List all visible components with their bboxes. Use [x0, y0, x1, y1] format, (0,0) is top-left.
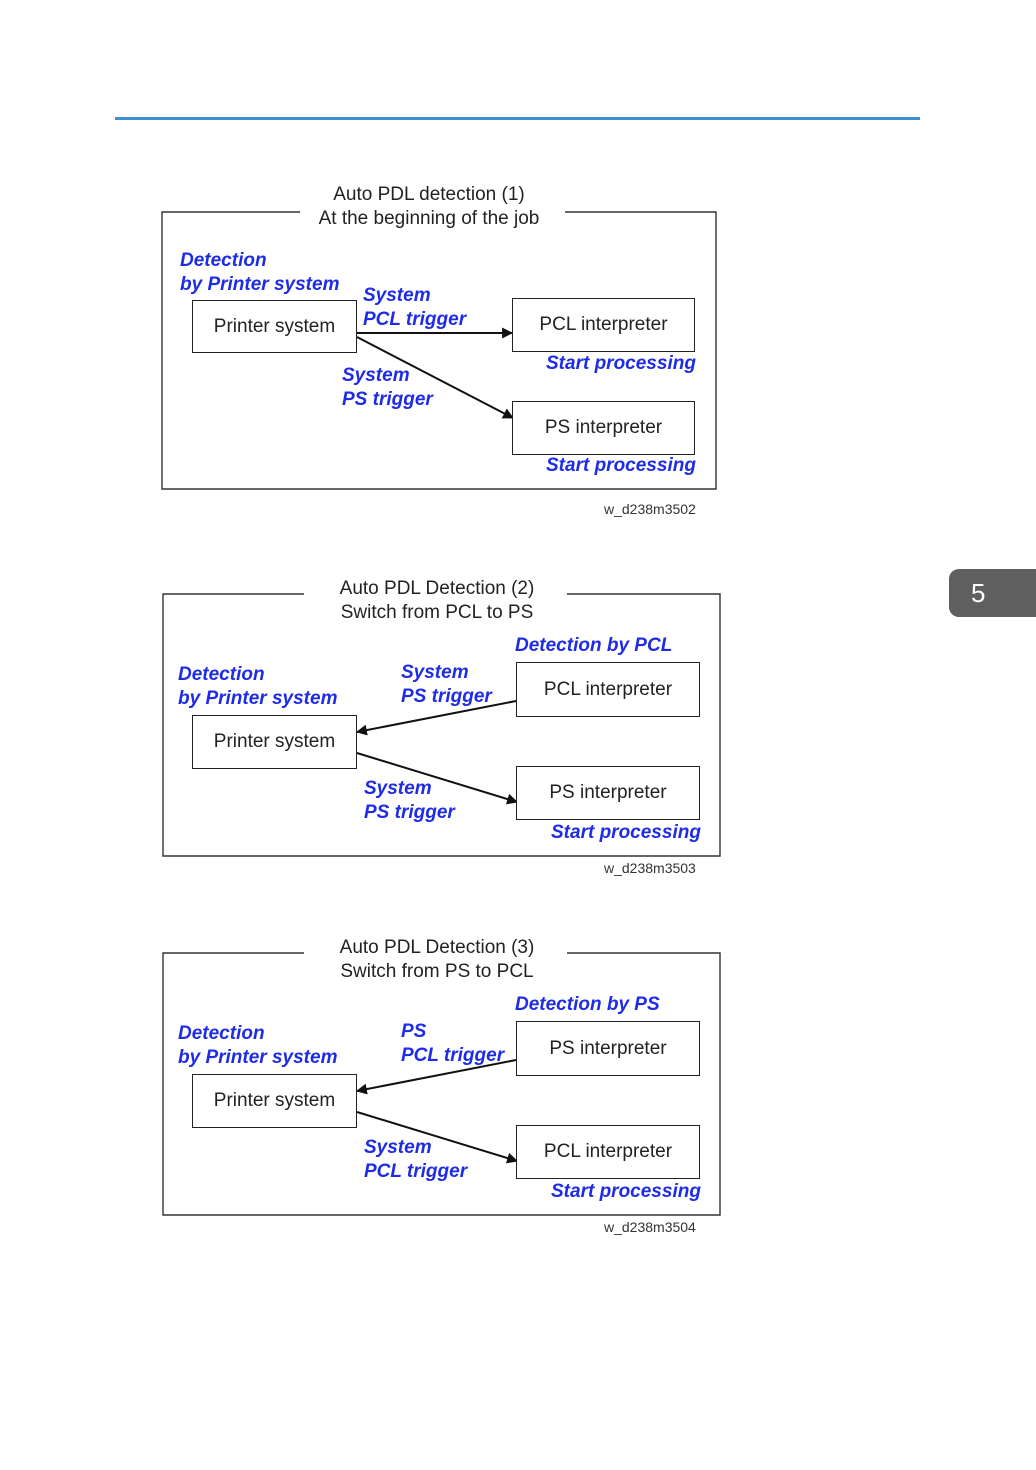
figure-2-frame	[162, 593, 721, 857]
upper-trigger-label: PS	[401, 1021, 427, 1042]
top-detection-label: Detection by PCL	[515, 635, 673, 656]
detection-label: Detection	[178, 1023, 265, 1044]
figure-2-diagram	[162, 593, 721, 857]
lower-trigger-label-2: PS trigger	[342, 389, 433, 410]
lower-interpreter-box: PS interpreter	[512, 401, 695, 455]
figure-subtitle: At the beginning of the job	[318, 208, 540, 229]
figure-auto-pdl-1: Auto PDL detection (1) At the beginning …	[0, 0, 1036, 530]
figure-code: w_d238m3504	[604, 1219, 696, 1235]
upper-trigger-label-2: PCL trigger	[363, 309, 467, 330]
upper-trigger-label: System	[401, 662, 469, 683]
upper-trigger-label: System	[363, 285, 431, 306]
lower-status-label: Start processing	[546, 455, 696, 476]
arrow-upper-to-printer	[355, 1059, 517, 1095]
figure-title: Auto PDL Detection (2)	[339, 578, 535, 599]
lower-trigger-label: System	[364, 778, 432, 799]
upper-interpreter-box: PCL interpreter	[516, 662, 700, 717]
figure-3-frame	[162, 952, 721, 1216]
header-rule	[115, 117, 920, 120]
detection-label-2: by Printer system	[178, 688, 338, 709]
figure-code: w_d238m3503	[604, 860, 696, 876]
figure-title: Auto PDL Detection (3)	[339, 937, 535, 958]
printer-system-box: Printer system	[192, 1074, 357, 1128]
printer-system-box: Printer system	[192, 715, 357, 769]
figure-3-diagram	[162, 952, 721, 1216]
lower-interpreter-box: PS interpreter	[516, 766, 700, 820]
figure-auto-pdl-3: Auto PDL Detection (3) Switch from PS to…	[162, 937, 721, 1235]
detection-label-2: by Printer system	[178, 1047, 338, 1068]
arrow-printer-to-lower	[356, 752, 519, 805]
printer-system-box: Printer system	[192, 300, 357, 353]
lower-status-label: Start processing	[551, 822, 701, 843]
figure-title: Auto PDL detection (1)	[333, 184, 525, 205]
lower-interpreter-box: PCL interpreter	[516, 1125, 700, 1179]
figure-subtitle: Switch from PCL to PS	[340, 602, 534, 623]
arrow-printer-to-lower	[356, 1111, 519, 1164]
figure-1-diagram	[161, 211, 717, 490]
upper-interpreter-box: PS interpreter	[516, 1021, 700, 1076]
chapter-tab[interactable]: 5	[949, 569, 1036, 617]
lower-status-label: Start processing	[551, 1181, 701, 1202]
lower-trigger-label-2: PCL trigger	[364, 1161, 468, 1182]
figure-auto-pdl-2: Auto PDL Detection (2) Switch from PCL t…	[162, 578, 721, 876]
detection-label: Detection	[180, 250, 267, 271]
top-detection-label: Detection by PS	[515, 994, 660, 1015]
upper-trigger-label-2: PS trigger	[401, 686, 492, 707]
figure-subtitle: Switch from PS to PCL	[340, 961, 534, 982]
lower-trigger-label: System	[342, 365, 410, 386]
upper-interpreter-box: PCL interpreter	[512, 298, 695, 352]
lower-trigger-label-2: PS trigger	[364, 802, 455, 823]
upper-trigger-label-2: PCL trigger	[401, 1045, 505, 1066]
arrow-printer-to-lower	[356, 336, 514, 419]
detection-label-2: by Printer system	[180, 274, 340, 295]
arrow-upper-to-printer	[355, 700, 517, 736]
figure-1-frame	[161, 211, 717, 490]
upper-status-label: Start processing	[546, 353, 696, 374]
detection-label: Detection	[178, 664, 265, 685]
figure-code: w_d238m3502	[604, 501, 696, 517]
lower-trigger-label: System	[364, 1137, 432, 1158]
